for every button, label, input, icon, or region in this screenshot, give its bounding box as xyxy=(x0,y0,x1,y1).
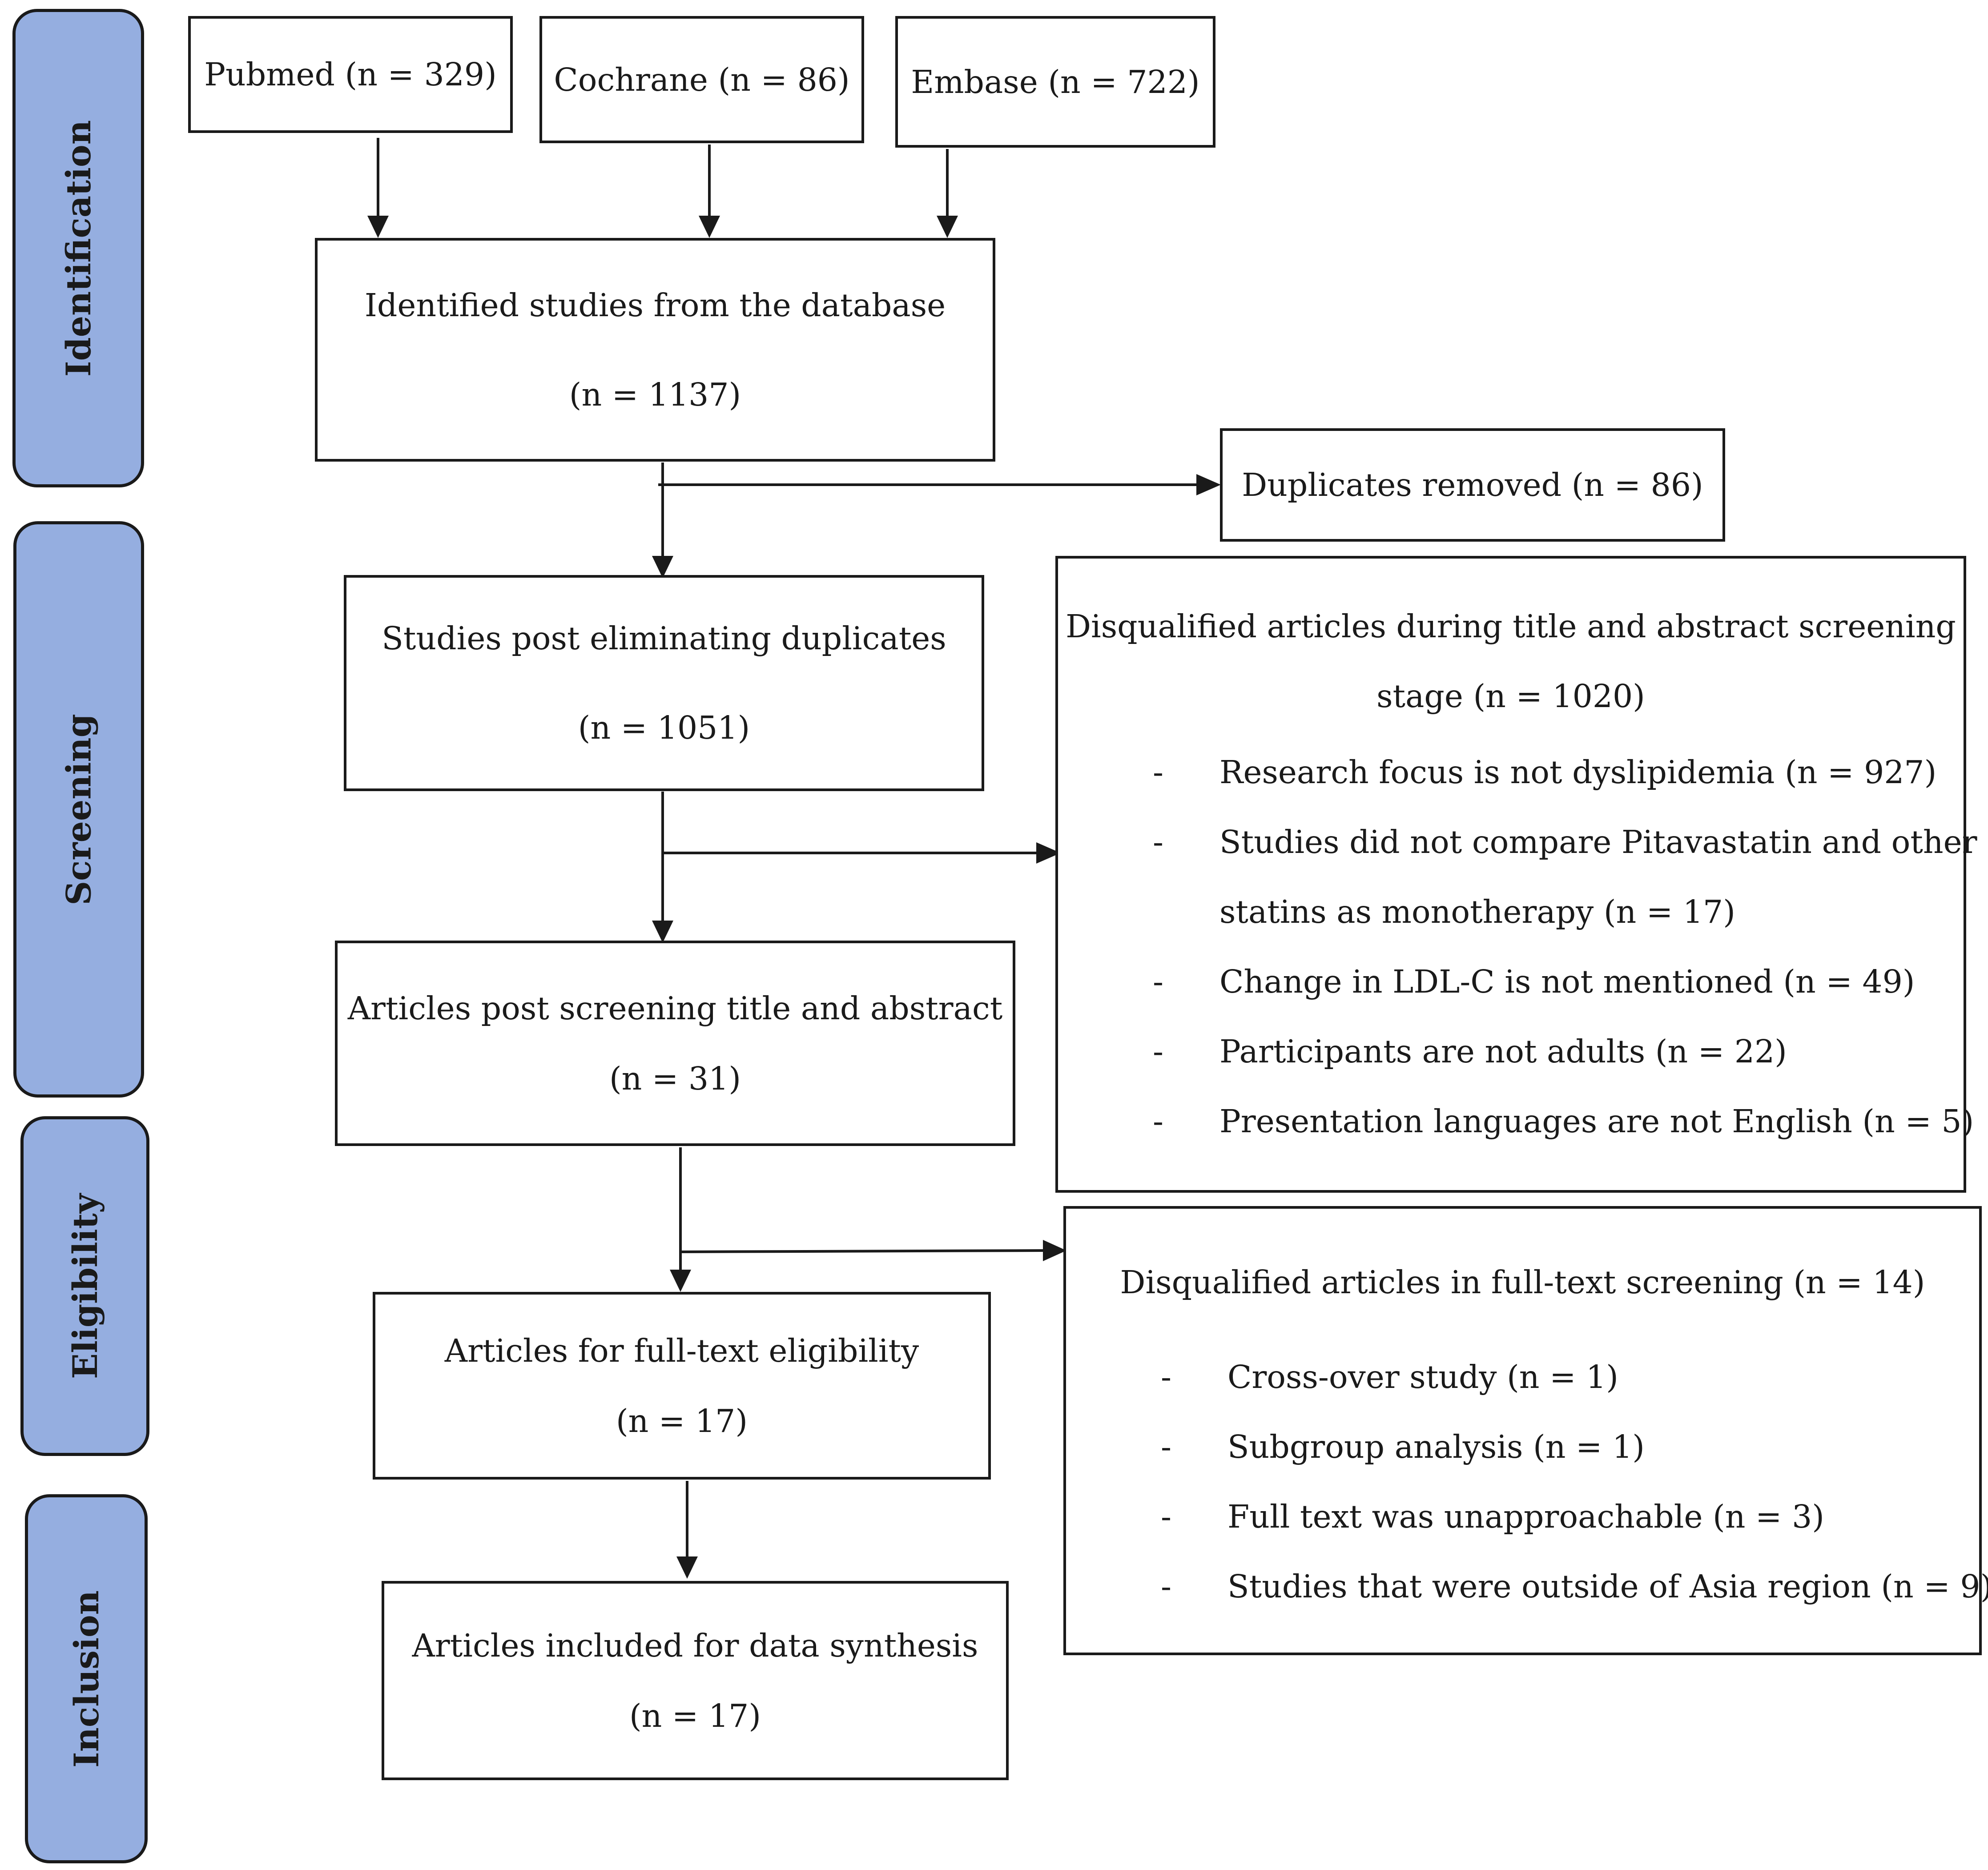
stage-eligibility-label: Eligibility xyxy=(65,1193,105,1379)
duplicates-removed-box: Duplicates removed (n = 86) xyxy=(1220,428,1725,542)
identified-studies-box: Identified studies from the database (n … xyxy=(315,238,995,462)
source-pubmed-box: Pubmed (n = 329) xyxy=(188,16,513,133)
arrowhead-fulltext xyxy=(1043,1240,1066,1261)
fulltext-excluded-box: Disqualified articles in full-text scree… xyxy=(1063,1206,1988,1655)
stage-screening-label: Screening xyxy=(59,713,99,905)
exclusion-item-text: Studies that were outside of Asia region… xyxy=(1227,1568,1988,1605)
bullet-dash: - xyxy=(1161,1359,1171,1395)
exclusion-item: - Change in LDL-C is not mentioned (n = … xyxy=(1153,947,1977,1017)
title-abstract-excluded-title-line1: Disqualified articles during title and a… xyxy=(1066,608,1956,645)
bullet-dash: - xyxy=(1153,963,1163,1000)
identified-studies-title: Identified studies from the database xyxy=(364,286,946,324)
arrowhead-screening-to-post-screening xyxy=(652,921,673,943)
title-abstract-excluded-title-line2: stage (n = 1020) xyxy=(1376,678,1645,715)
stage-inclusion-label: Inclusion xyxy=(66,1590,106,1768)
exclusion-item-continuation: statins as monotherapy (n = 17) xyxy=(1153,877,1977,947)
post-screening-count: (n = 31) xyxy=(609,1060,741,1097)
post-screening-box: Articles post screening title and abstra… xyxy=(335,941,1015,1146)
exclusion-item-text: Change in LDL-C is not mentioned (n = 49… xyxy=(1219,963,1915,1000)
bullet-dash: - xyxy=(1153,1033,1163,1070)
included-box: Articles included for data synthesis (n … xyxy=(382,1581,1009,1780)
title-abstract-excluded-box: Disqualified articles during title and a… xyxy=(1055,556,1977,1193)
exclusion-item-text: Presentation languages are not English (… xyxy=(1219,1103,1974,1140)
exclusion-item: - Full text was unapproachable (n = 3) xyxy=(1161,1482,1988,1552)
source-cochrane-box: Cochrane (n = 86) xyxy=(539,16,864,143)
source-embase-box: Embase (n = 722) xyxy=(895,16,1215,148)
stage-identification-label: Identification xyxy=(58,120,98,377)
exclusion-item: - Studies that were outside of Asia regi… xyxy=(1161,1552,1988,1621)
bullet-dash: - xyxy=(1153,824,1163,861)
arrowhead-title-abstract xyxy=(1036,842,1061,864)
arrowhead-cochrane xyxy=(699,216,720,238)
source-pubmed-text: Pubmed (n = 329) xyxy=(204,56,497,93)
exclusion-item-text: Studies did not compare Pitavastatin and… xyxy=(1219,824,1977,861)
fulltext-excluded-title: Disqualified articles in full-text scree… xyxy=(1120,1264,1925,1301)
fulltext-eligibility-title: Articles for full-text eligibility xyxy=(444,1332,919,1369)
stage-identification: Identification xyxy=(12,9,144,487)
exclusion-item: - Participants are not adults (n = 22) xyxy=(1153,1017,1977,1086)
stage-inclusion: Inclusion xyxy=(25,1494,148,1863)
arrowhead-post-screening-to-eligibility xyxy=(670,1270,691,1292)
arrowhead-pubmed xyxy=(367,216,389,238)
exclusion-item: - Studies did not compare Pitavastatin a… xyxy=(1153,807,1977,877)
exclusion-item: - Cross-over study (n = 1) xyxy=(1161,1342,1988,1412)
post-duplicates-box: Studies post eliminating duplicates (n =… xyxy=(344,575,984,791)
fulltext-exclusion-list: - Cross-over study (n = 1) - Subgroup an… xyxy=(1161,1342,1988,1621)
stage-eligibility: Eligibility xyxy=(20,1116,149,1456)
arrowhead-identified-to-screening xyxy=(652,556,673,578)
bullet-dash: - xyxy=(1161,1568,1171,1605)
exclusion-item-text: Research focus is not dyslipidemia (n = … xyxy=(1219,754,1937,791)
identified-studies-count: (n = 1137) xyxy=(569,376,741,413)
arrow-fulltext-branch xyxy=(680,1249,1043,1253)
title-abstract-exclusion-list: - Research focus is not dyslipidemia (n … xyxy=(1153,737,1977,1156)
source-cochrane-text: Cochrane (n = 86) xyxy=(554,61,850,98)
arrowhead-duplicates xyxy=(1196,474,1221,495)
bullet-dash: - xyxy=(1153,1103,1163,1140)
exclusion-item-text: statins as monotherapy (n = 17) xyxy=(1219,893,1735,930)
post-duplicates-title: Studies post eliminating duplicates xyxy=(382,620,946,657)
fulltext-eligibility-box: Articles for full-text eligibility (n = … xyxy=(373,1292,991,1480)
exclusion-item: - Research focus is not dyslipidemia (n … xyxy=(1153,737,1977,807)
exclusion-item-text: Subgroup analysis (n = 1) xyxy=(1227,1428,1645,1465)
exclusion-item: - Subgroup analysis (n = 1) xyxy=(1161,1412,1988,1482)
post-screening-title: Articles post screening title and abstra… xyxy=(347,989,1003,1027)
included-title: Articles included for data synthesis xyxy=(412,1627,978,1664)
arrowhead-eligibility-to-inclusion xyxy=(676,1556,698,1579)
arrowhead-embase xyxy=(937,216,958,238)
bullet-dash: - xyxy=(1153,754,1163,791)
exclusion-item: - Presentation languages are not English… xyxy=(1153,1086,1977,1156)
stage-screening: Screening xyxy=(13,521,144,1098)
post-duplicates-count: (n = 1051) xyxy=(578,709,750,746)
fulltext-eligibility-count: (n = 17) xyxy=(616,1402,748,1440)
bullet-dash: - xyxy=(1161,1498,1171,1535)
bullet-dash: - xyxy=(1161,1428,1171,1465)
exclusion-item-text: Cross-over study (n = 1) xyxy=(1227,1359,1619,1395)
exclusion-item-text: Full text was unapproachable (n = 3) xyxy=(1227,1498,1824,1535)
duplicates-removed-text: Duplicates removed (n = 86) xyxy=(1242,466,1703,503)
included-count: (n = 17) xyxy=(629,1697,761,1734)
exclusion-item-text: Participants are not adults (n = 22) xyxy=(1219,1033,1787,1070)
source-embase-text: Embase (n = 722) xyxy=(911,63,1200,101)
